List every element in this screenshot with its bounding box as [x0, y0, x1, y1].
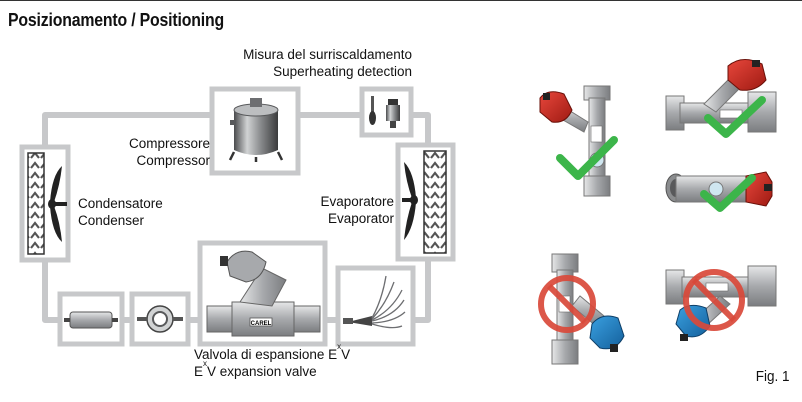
condenser-label-it: Condensatore [78, 196, 163, 211]
evaporator-label: Evaporatore Evaporator [300, 193, 394, 227]
position-ok-vertical [539, 85, 618, 197]
filter-drier [57, 291, 125, 347]
superheat-label-it: Misura del surriscaldamento [243, 47, 412, 62]
superheat-label-en: Superheating detection [273, 64, 412, 79]
position-wrong-horizontal [665, 265, 777, 341]
refrigerant-circuit [42, 112, 431, 323]
compressor-label-it: Compressore [128, 136, 210, 151]
prohibited-sign-icon [683, 269, 745, 331]
check-mark-icon [700, 174, 756, 212]
check-mark-icon [704, 96, 766, 138]
condenser-unit [19, 144, 71, 263]
compressor-label: Compressore Compressor [110, 135, 210, 169]
condenser-label-en: Condenser [78, 213, 145, 228]
page-title: Posizionamento / Positioning [8, 10, 224, 30]
superheat-sensors [359, 86, 414, 138]
position-ok-horizontal-side [665, 171, 773, 212]
superheat-label: Misura del surriscaldamento Superheating… [240, 46, 412, 80]
position-wrong-vertical [538, 253, 625, 365]
valve-label: Valvola di espansione ExV ExV expansion … [194, 341, 351, 380]
valve-label-it: Valvola di espansione ExV [194, 341, 351, 362]
check-mark-icon [556, 136, 618, 180]
valve-label-en: ExV expansion valve [194, 358, 317, 379]
condenser-label: Condensatore Condenser [78, 195, 163, 229]
sight-glass [129, 291, 191, 347]
valve-brand-label: CAREL [251, 321, 272, 327]
prohibited-sign-icon [538, 275, 596, 333]
evaporator-label-en: Evaporator [327, 211, 394, 226]
figure-number: Fig. 1 [756, 368, 790, 385]
top-rule [0, 0, 802, 1]
compressor-unit [209, 86, 301, 176]
position-ok-horizontal-up [665, 59, 777, 138]
compressor-label-en: Compressor [136, 153, 210, 168]
evaporator-unit [395, 142, 456, 262]
evaporator-label-it: Evaporatore [320, 194, 394, 209]
distributor [335, 265, 416, 347]
expansion-valve-box: CAREL [197, 240, 328, 347]
